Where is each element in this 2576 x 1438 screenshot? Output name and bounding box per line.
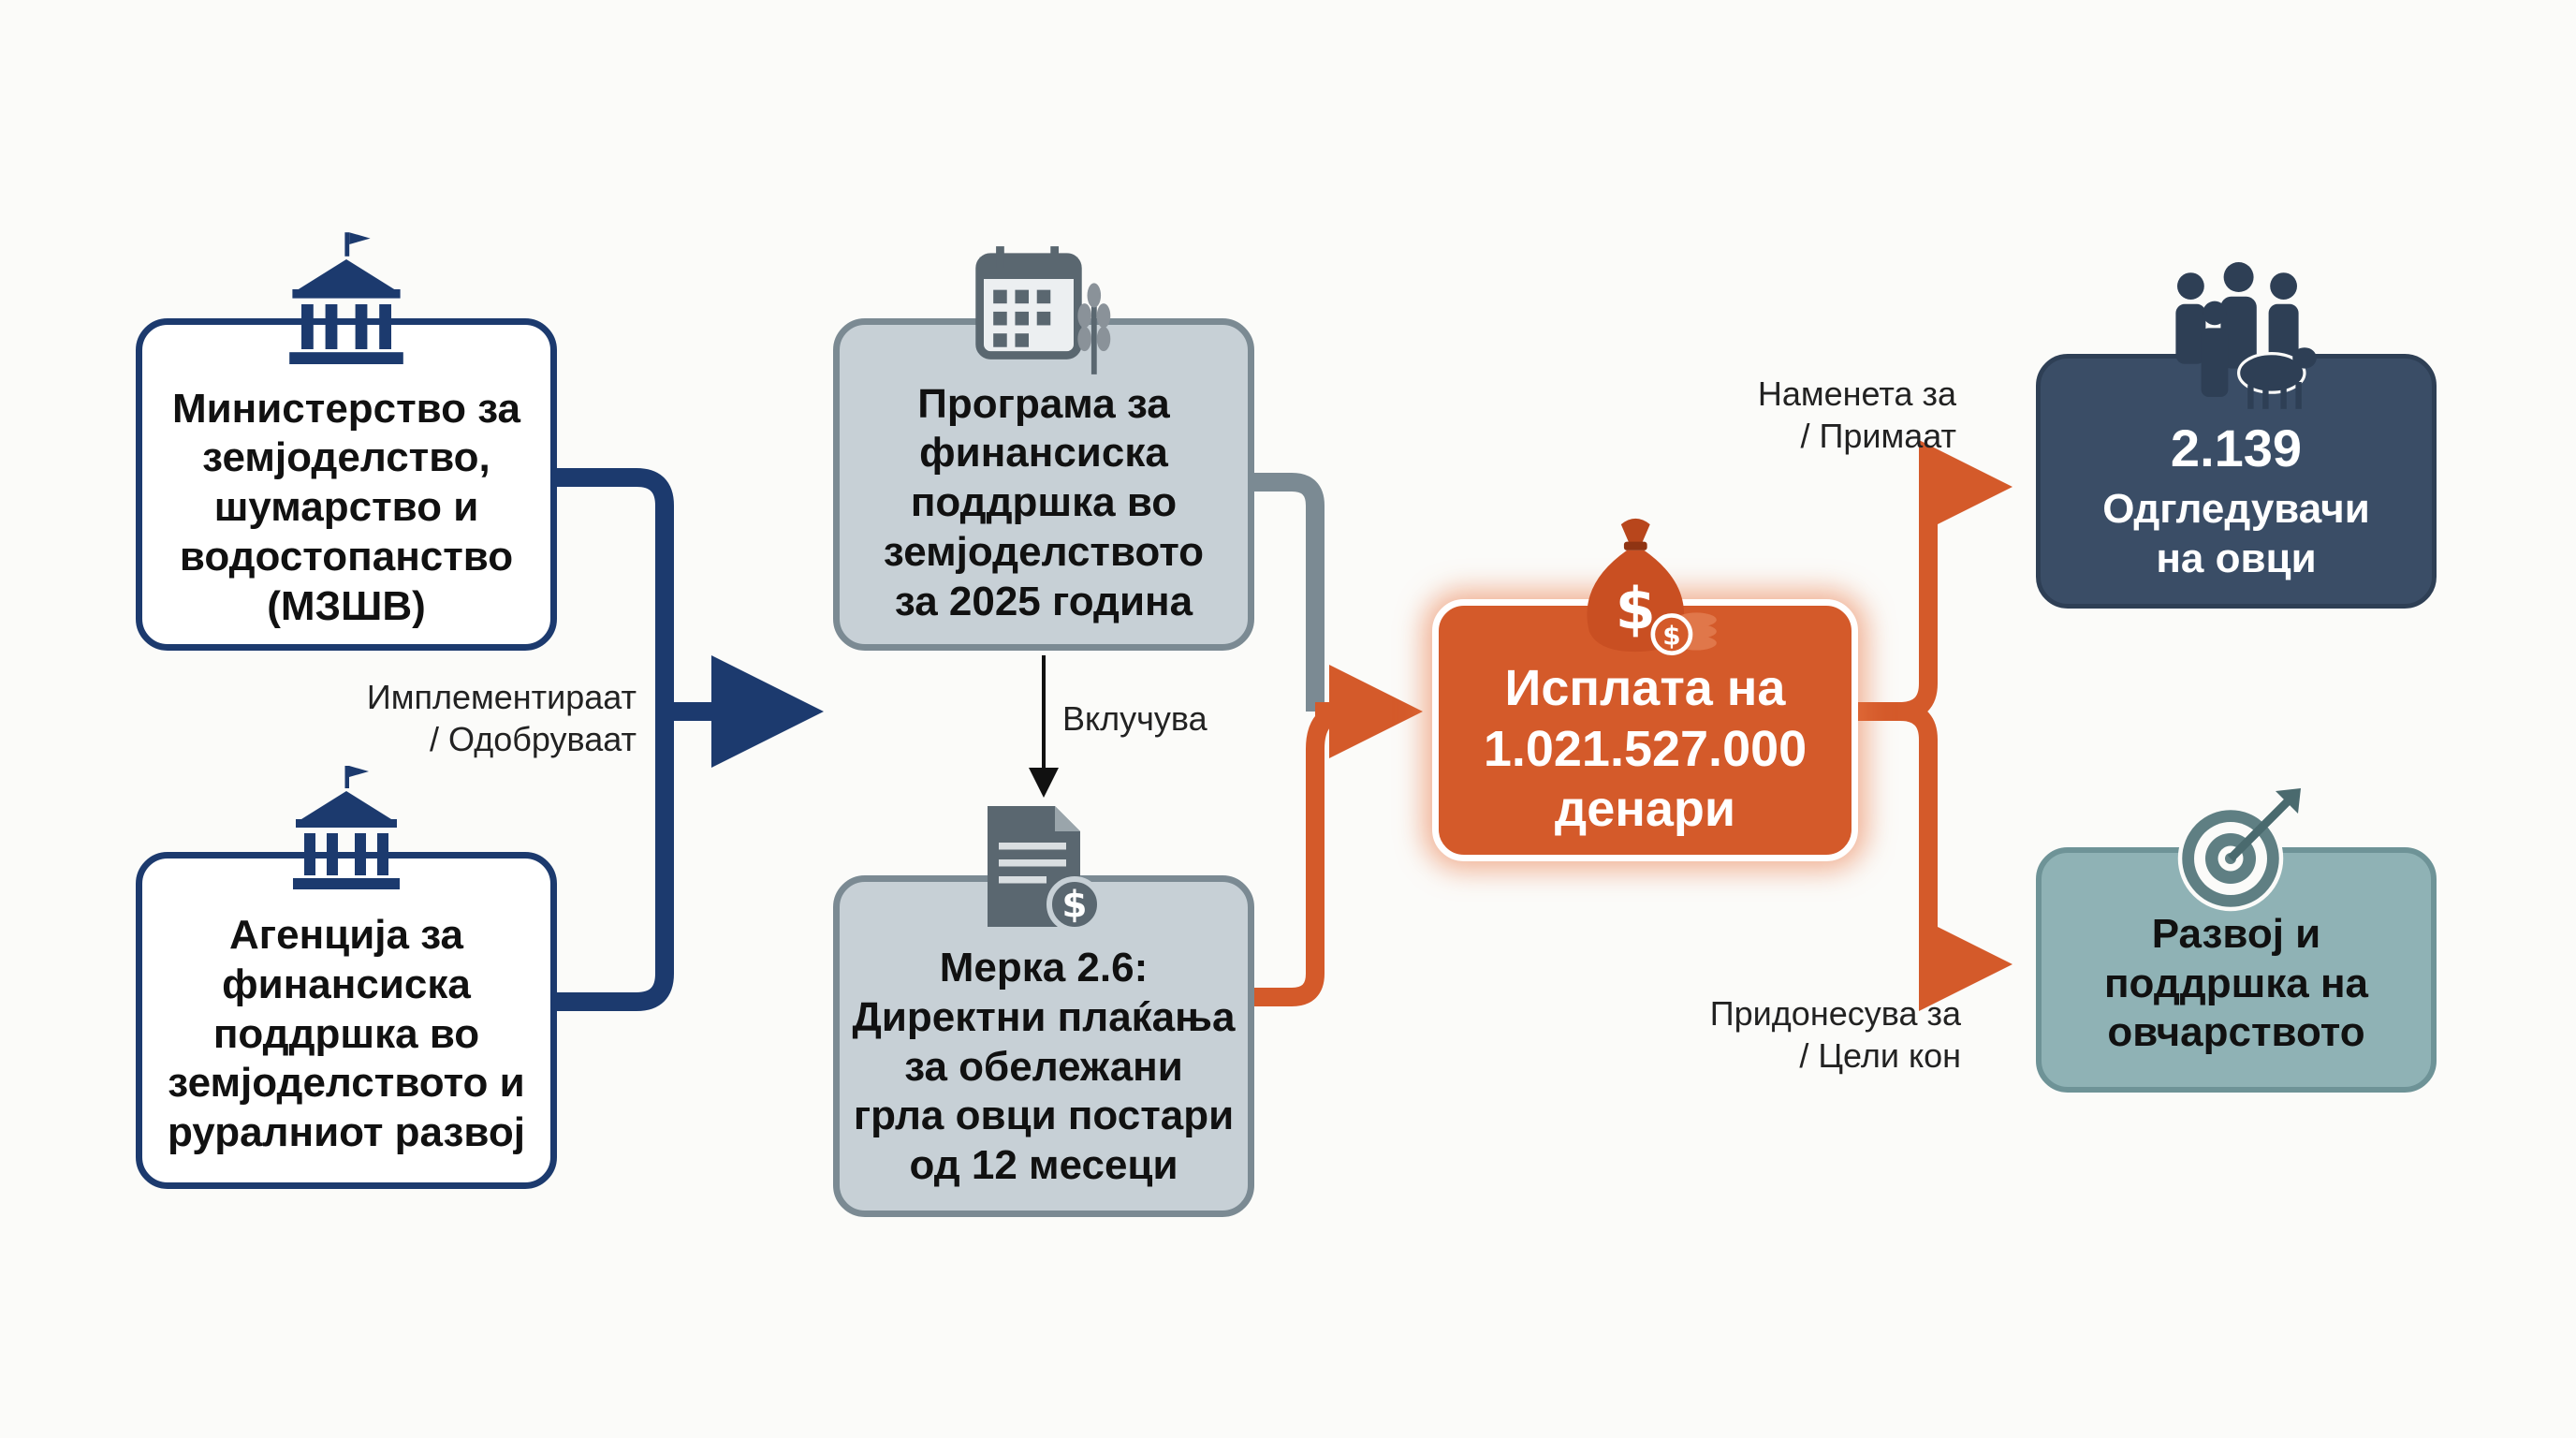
- payment-label: Исплата на 1.021.527.000 денари: [1483, 659, 1808, 838]
- breeders-label: Одгледувачи на овци: [2102, 485, 2370, 581]
- program-box: Програма за финансиска поддршка во земјо…: [833, 318, 1254, 651]
- calendar-wheat-icon: [969, 239, 1119, 384]
- edge-agency: [552, 712, 674, 1011]
- development-label: Развој и поддршка на овчарството: [2103, 910, 2369, 1056]
- edge-label-intended: Наменета за / Примаат: [1757, 374, 1956, 455]
- edge-measure: [1254, 702, 1349, 1006]
- edge-payment-split: [1858, 440, 2012, 721]
- agency-label: Агенција за финансиска поддршка во земјо…: [168, 912, 525, 1156]
- people-sheep-icon: [2153, 262, 2321, 417]
- target-arrow-icon: [2172, 777, 2312, 922]
- svg-text:$: $: [1616, 575, 1656, 642]
- government-building-icon: [271, 229, 421, 384]
- edge-program: [1254, 473, 1325, 712]
- edge-payment-lower: [1899, 702, 2012, 1011]
- measure-label: Мерка 2.6: Директни плаќања за обележани…: [852, 945, 1236, 1189]
- document-dollar-icon: $: [973, 800, 1114, 946]
- edge-ministry: [552, 468, 674, 712]
- svg-text:$: $: [1061, 885, 1087, 927]
- breeders-count: 2.139: [2170, 418, 2303, 477]
- payment-box: Исплата на 1.021.527.000 денари: [1432, 599, 1858, 861]
- money-bag-coins-icon: $ $: [1563, 510, 1722, 665]
- agency-box: Агенција за финансиска поддршка во земјо…: [136, 852, 557, 1189]
- edge-label-includes: Вклучува: [1062, 699, 1208, 738]
- edge-label-implement: Имплементираат / Одобруваат: [366, 678, 637, 758]
- ministry-box: Министерство за земјоделство, шумарство …: [136, 318, 557, 651]
- edge-label-contributes: Придонесува за / Цели кон: [1709, 994, 1961, 1075]
- ministry-label: Министерство за земјоделство, шумарство …: [171, 385, 521, 629]
- svg-text:$: $: [1662, 620, 1680, 651]
- government-building-icon: [276, 763, 417, 908]
- program-label: Програма за финансиска поддршка во земјо…: [883, 380, 1205, 624]
